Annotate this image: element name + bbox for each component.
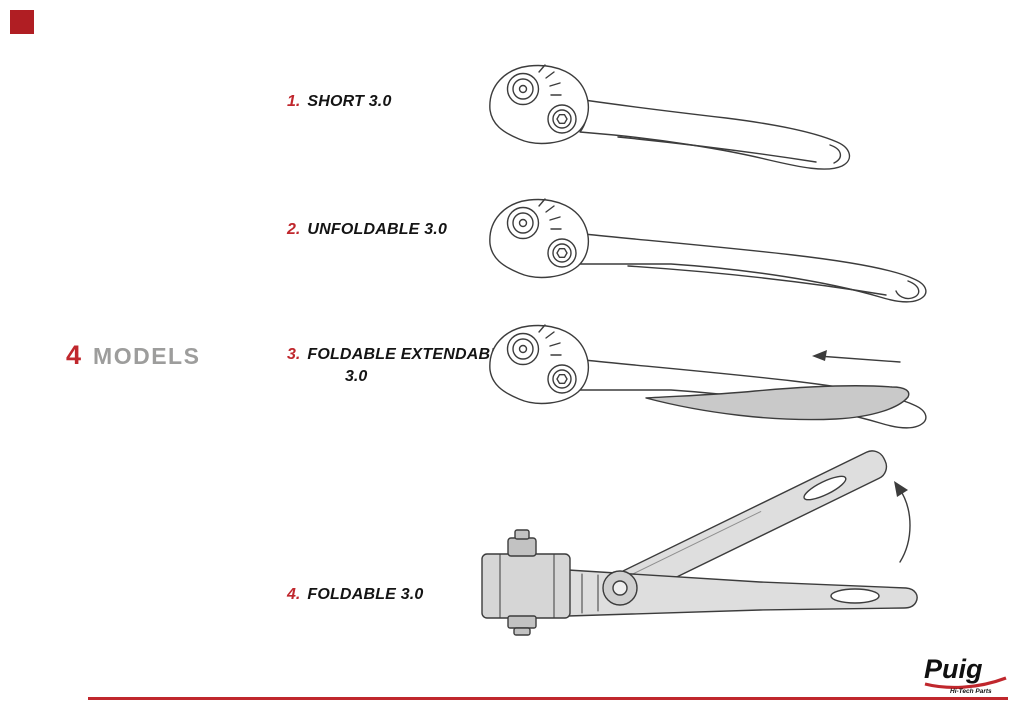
bar-clamp: [481, 553, 571, 619]
model-label-foldable-extendable: 3. FOLDABLE EXTENDABLE 3.0: [287, 344, 511, 387]
model-number: 4.: [287, 586, 301, 603]
lever-unfoldable-illustration: [489, 198, 927, 303]
extendable-slider: [645, 385, 910, 421]
housing-slots: [538, 198, 562, 230]
lever-blade: [579, 99, 851, 170]
clamp-detail: [499, 553, 555, 619]
housing-slots: [538, 324, 562, 356]
blade-tip-hook: [895, 280, 920, 300]
model-number: 3.: [287, 346, 301, 363]
housing-slots: [538, 64, 562, 96]
model-name: SHORT 3.0: [307, 93, 392, 110]
model-name: FOLDABLE 3.0: [307, 586, 424, 603]
puig-logo-tagline: Hi-Tech Parts: [950, 688, 992, 695]
pivot-boss: [506, 206, 540, 240]
adjuster-boss: [547, 364, 577, 394]
footer-rule: [88, 697, 1008, 700]
lever-housing: [489, 64, 590, 145]
blade-tip-detail: [829, 144, 841, 164]
pivot-bolt: [518, 344, 528, 354]
blade-edge-detail: [627, 265, 887, 296]
corner-mark: [10, 10, 34, 34]
arm-slot: [830, 588, 880, 604]
folded-blade: [615, 450, 888, 599]
hex-bolt: [556, 248, 568, 259]
model-label-short: 1. SHORT 3.0: [287, 91, 392, 113]
blade-edge-detail: [617, 136, 817, 163]
model-name: UNFOLDABLE 3.0: [307, 221, 448, 238]
pivot-boss: [506, 332, 540, 366]
model-label-unfoldable: 2. UNFOLDABLE 3.0: [287, 219, 447, 241]
fold-pivot-bolt: [612, 580, 628, 596]
adjuster-boss: [547, 104, 577, 134]
lever-housing: [489, 324, 590, 405]
fold-rotation-arrow-icon: [894, 481, 911, 563]
model-name: FOLDABLE EXTENDABLE: [307, 346, 512, 363]
adjuster-boss-inner: [552, 369, 572, 389]
adjuster-boss: [547, 238, 577, 268]
lever-short-illustration: [489, 64, 851, 170]
lever-arm: [567, 569, 918, 617]
puig-logo-text: Puig: [924, 654, 983, 684]
models-label: MODELS: [93, 343, 201, 369]
model-number: 1.: [287, 93, 301, 110]
puig-logo: Puig Hi-Tech Parts: [924, 654, 1007, 695]
pivot-boss-inner: [512, 78, 534, 100]
clamp-nut-bottom-end: [513, 627, 531, 636]
pivot-bolt: [518, 84, 528, 94]
adjuster-boss-inner: [552, 109, 572, 129]
adjuster-boss-inner: [552, 243, 572, 263]
clamp-nut-bottom: [507, 615, 537, 629]
puig-logo-swoosh: [924, 676, 1007, 690]
hex-bolt: [556, 374, 568, 385]
model-number: 2.: [287, 221, 301, 238]
lever-blade: [579, 233, 927, 303]
model-label-foldable: 4. FOLDABLE 3.0: [287, 584, 424, 606]
blade-slot: [803, 475, 847, 501]
arm-detail: [581, 573, 599, 614]
pivot-boss-inner: [512, 212, 534, 234]
pivot-bolt: [518, 218, 528, 228]
lever-foldable-extendable-illustration: [489, 324, 927, 429]
clamp-bolt-top-head: [514, 529, 530, 540]
pivot-boss-inner: [512, 338, 534, 360]
models-count-heading: 4 MODELS: [66, 340, 200, 371]
model-name-line2: 3.0: [345, 367, 368, 385]
pivot-boss: [506, 72, 540, 106]
hex-bolt: [556, 114, 568, 125]
models-count: 4: [66, 340, 82, 370]
clamp-bolt-top: [507, 537, 537, 557]
extend-direction-arrow-icon: [812, 350, 901, 363]
lever-foldable-illustration: [481, 450, 918, 636]
lever-housing: [489, 198, 590, 279]
